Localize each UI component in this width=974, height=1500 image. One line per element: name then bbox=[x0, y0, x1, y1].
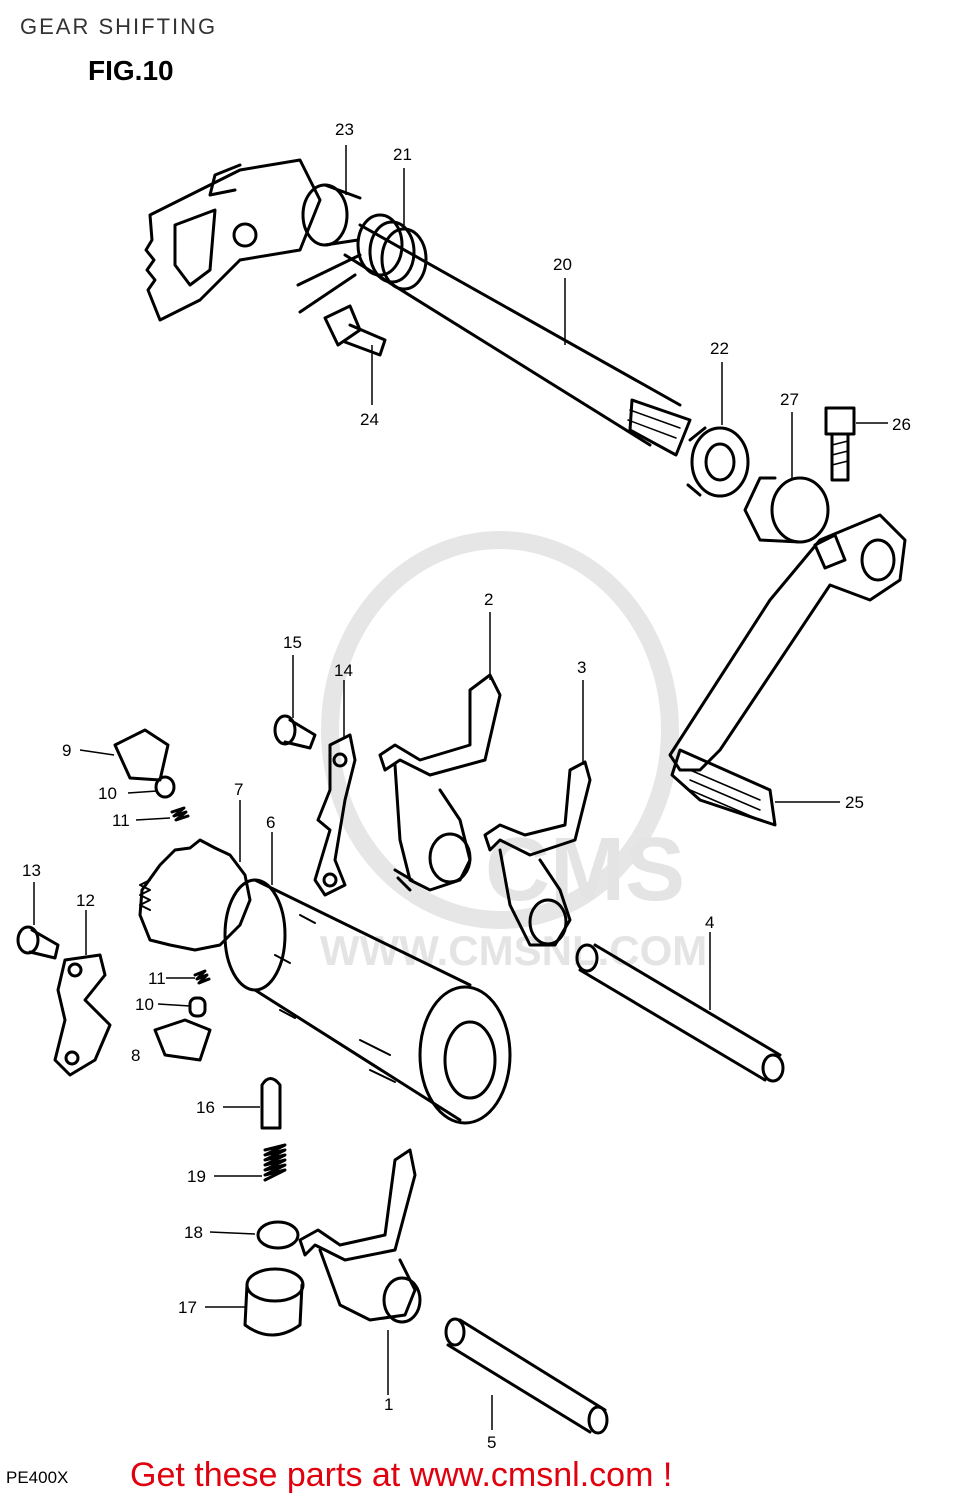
gearshift-cam-drum bbox=[223, 878, 512, 1125]
diagram-title: GEAR SHIFTING bbox=[20, 14, 218, 39]
label-part-26: 26 bbox=[892, 415, 911, 434]
fork-shaft-short bbox=[444, 1317, 609, 1435]
label-part-14: 14 bbox=[334, 661, 353, 680]
label-part-20: 20 bbox=[553, 255, 572, 274]
label-part-11-upper: 11 bbox=[112, 811, 130, 830]
stopper-pin-10-lower bbox=[188, 996, 207, 1018]
neutral-plug bbox=[243, 1267, 305, 1337]
cam-stopper-plate bbox=[53, 953, 112, 1077]
return-spring bbox=[296, 213, 428, 314]
label-part-24: 24 bbox=[360, 410, 379, 429]
shift-arm-plate bbox=[144, 158, 322, 322]
stopper-pawl-8 bbox=[153, 1018, 212, 1062]
shift-fork-3 bbox=[483, 760, 592, 947]
label-part-10-lower: 10 bbox=[135, 995, 154, 1014]
watermark: CMS WWW.CMSNL.COM bbox=[320, 531, 707, 974]
label-part-2: 2 bbox=[484, 590, 493, 609]
watermark-url: WWW.CMSNL.COM bbox=[320, 927, 707, 974]
pedal-bolt bbox=[824, 406, 856, 482]
label-part-23: 23 bbox=[335, 120, 354, 139]
screw-13 bbox=[16, 925, 60, 960]
label-part-21: 21 bbox=[393, 145, 412, 164]
label-part-6: 6 bbox=[266, 813, 275, 832]
label-part-12: 12 bbox=[76, 891, 95, 910]
buy-parts-link[interactable]: Get these parts at www.cmsnl.com ! bbox=[130, 1456, 673, 1494]
o-ring bbox=[256, 1220, 300, 1250]
label-part-9: 9 bbox=[62, 741, 71, 760]
label-part-11-lower: 11 bbox=[148, 969, 166, 988]
spring-11-lower bbox=[193, 969, 211, 985]
label-part-22: 22 bbox=[710, 339, 729, 358]
figure-number: FIG.10 bbox=[88, 55, 174, 86]
label-part-18: 18 bbox=[184, 1223, 203, 1242]
neutral-pin bbox=[260, 1077, 282, 1130]
neutral-spring bbox=[263, 1143, 287, 1182]
watermark-mascot-shape bbox=[321, 531, 679, 929]
stopper-bolt bbox=[323, 304, 387, 357]
shift-fork-1 bbox=[298, 1148, 422, 1324]
oil-seal bbox=[686, 426, 750, 498]
gearshift-cam-7 bbox=[138, 838, 252, 952]
label-part-25: 25 bbox=[845, 793, 864, 812]
watermark-brand: CMS bbox=[485, 820, 685, 920]
label-part-16: 16 bbox=[196, 1098, 215, 1117]
label-part-27: 27 bbox=[780, 390, 799, 409]
stopper-pin-10-upper bbox=[154, 775, 176, 799]
label-part-7: 7 bbox=[234, 780, 243, 799]
label-part-15: 15 bbox=[283, 633, 302, 652]
stopper-pawl-9 bbox=[113, 728, 170, 782]
label-part-13: 13 bbox=[22, 861, 41, 880]
label-part-5: 5 bbox=[487, 1433, 496, 1452]
collar bbox=[301, 183, 362, 247]
label-part-17: 17 bbox=[178, 1298, 197, 1317]
spacer bbox=[743, 476, 830, 544]
label-part-19: 19 bbox=[187, 1167, 206, 1186]
label-part-8: 8 bbox=[131, 1046, 140, 1065]
label-part-4: 4 bbox=[705, 913, 714, 932]
part-labels: 23 21 20 22 27 26 24 2 15 14 3 9 10 11 7… bbox=[22, 120, 911, 1452]
spring-11-upper bbox=[170, 806, 190, 822]
label-part-1: 1 bbox=[384, 1395, 393, 1414]
shift-shaft bbox=[343, 223, 692, 457]
screw bbox=[273, 714, 317, 750]
label-part-3: 3 bbox=[577, 658, 586, 677]
shift-fork-2 bbox=[378, 673, 502, 892]
fork-shaft-long bbox=[575, 943, 785, 1083]
gearshift-pedal bbox=[668, 513, 907, 827]
stopper-plate bbox=[313, 733, 357, 897]
model-code: PE400X bbox=[6, 1468, 69, 1487]
leader-lines bbox=[33, 145, 888, 1430]
label-part-10-upper: 10 bbox=[98, 784, 117, 803]
